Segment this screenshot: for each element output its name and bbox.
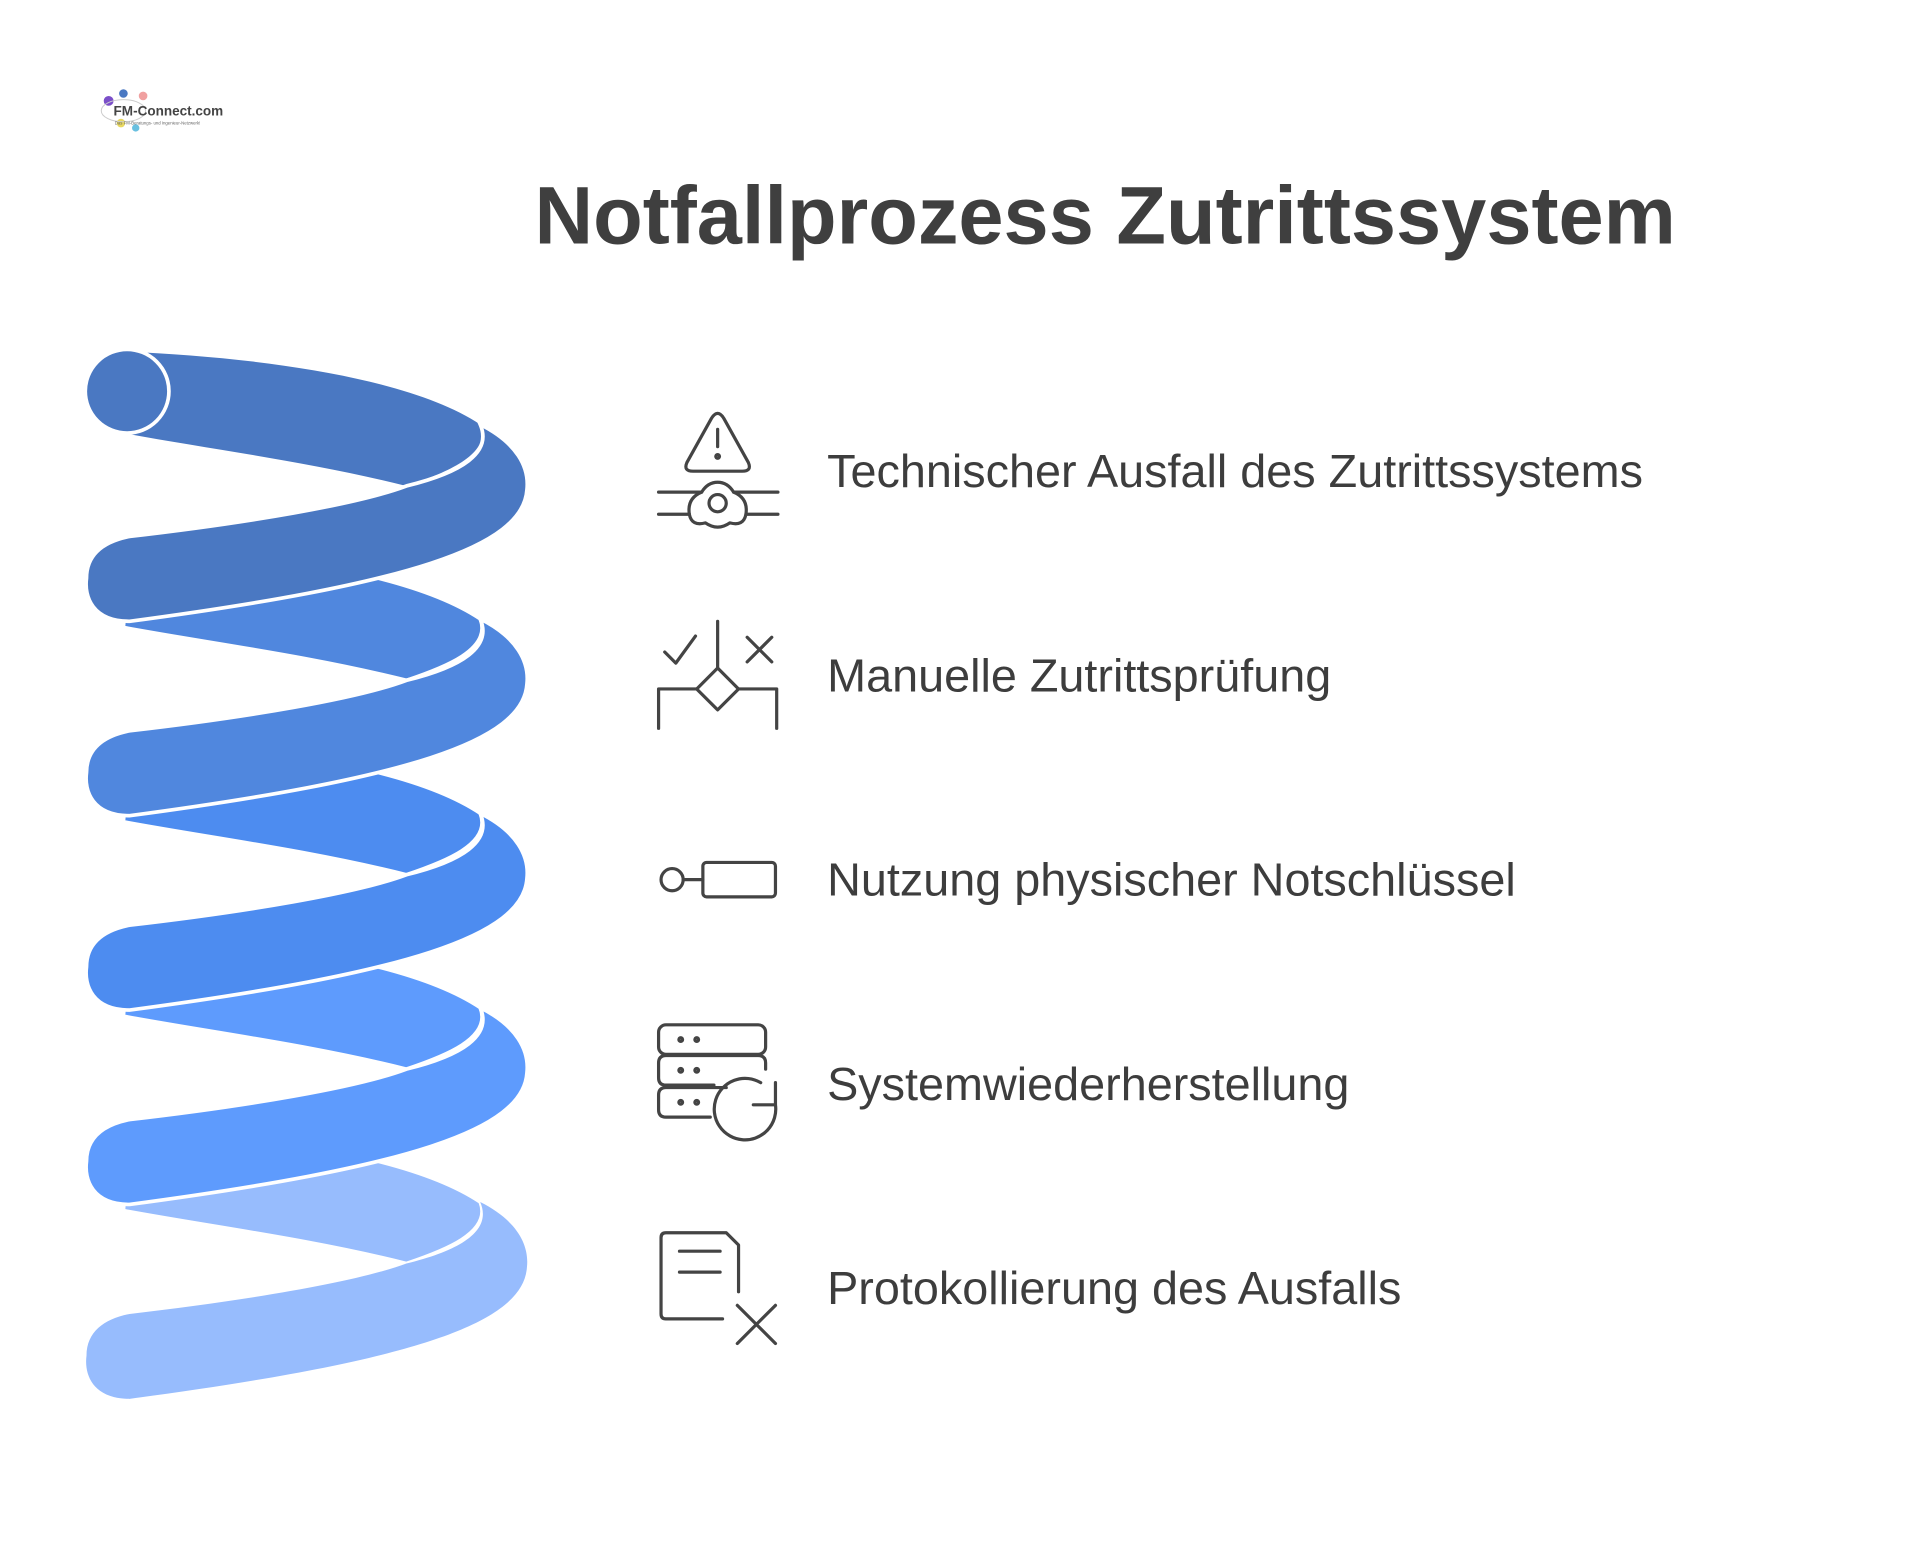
spring-graphic	[83, 347, 530, 1399]
page-title: Notfallprozess Zutrittssystem	[534, 172, 1675, 262]
spring-coil-front-2	[84, 614, 530, 818]
warning-valve-icon	[656, 411, 780, 529]
spring-coil-front-5	[86, 1201, 528, 1399]
key-icon	[659, 860, 778, 899]
server-refresh-icon	[656, 1023, 778, 1142]
decision-check-icon	[656, 619, 779, 730]
step-label: Manuelle Zutrittsprüfung	[827, 649, 1331, 701]
logo: FM-Connect.com Das FM-Beratungs- und Ing…	[100, 89, 224, 132]
document-cancel-icon	[659, 1231, 778, 1346]
spring-coil-front-4	[84, 1003, 530, 1207]
logo-tagline: Das FM-Beratungs- und Ingenieur-Netzwerk…	[115, 120, 201, 125]
step-label: Systemwiederherstellung	[827, 1058, 1349, 1110]
spring-end-cap	[83, 347, 171, 435]
spring-coil-back-1	[123, 351, 483, 486]
spring-coil-front-1	[84, 420, 530, 624]
step-label: Protokollierung des Ausfalls	[827, 1262, 1401, 1314]
spring-coil-front-3	[84, 809, 530, 1012]
step-label: Nutzung physischer Notschlüssel	[827, 854, 1516, 906]
logo-text: FM-Connect.com	[114, 104, 224, 119]
step-label: Technischer Ausfall des Zutrittssystems	[827, 445, 1643, 497]
